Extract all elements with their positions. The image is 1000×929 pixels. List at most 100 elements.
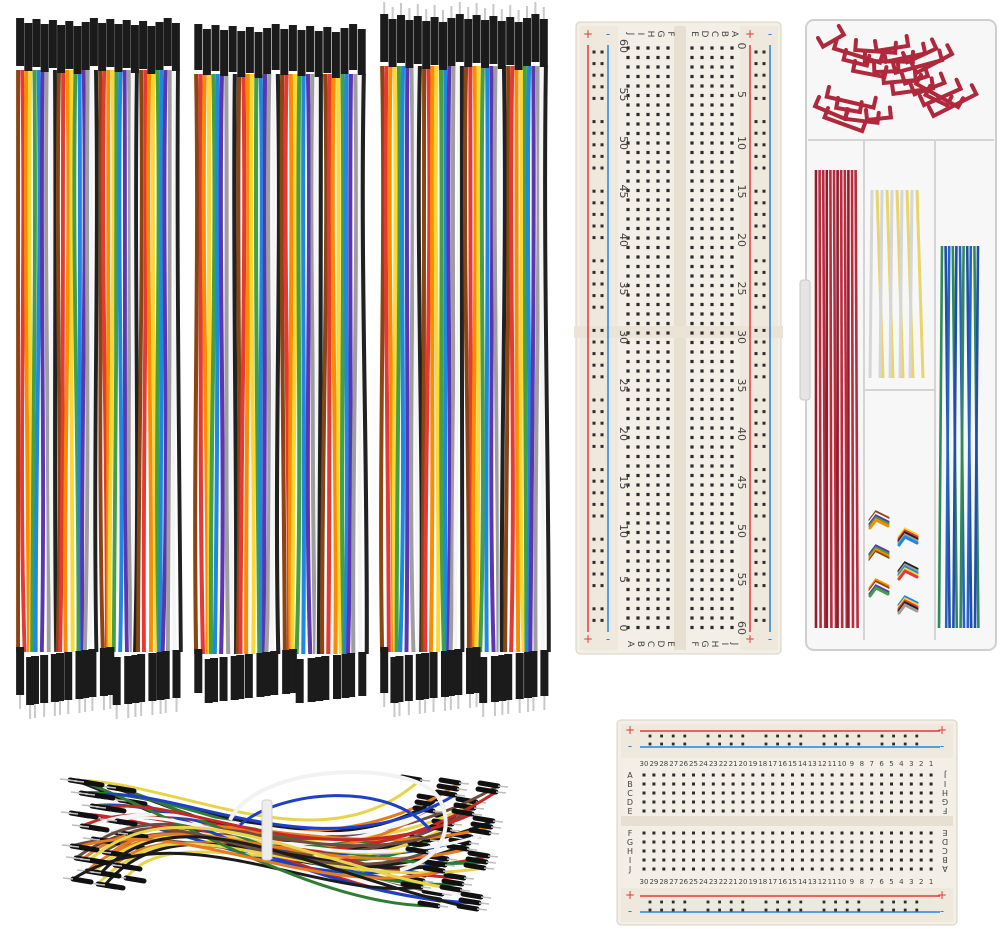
hole — [754, 270, 758, 274]
jumper-plug — [421, 888, 445, 897]
hole — [710, 521, 714, 525]
hole — [720, 530, 724, 535]
hole — [720, 274, 724, 278]
dupont-connector — [539, 19, 548, 67]
hole — [636, 616, 640, 620]
hole — [626, 492, 630, 497]
hole — [762, 236, 766, 240]
hole — [666, 359, 670, 364]
hole — [771, 809, 775, 813]
hole — [700, 511, 704, 516]
hole — [929, 809, 933, 813]
dupont-connector — [131, 655, 140, 703]
jumper-pin — [492, 820, 504, 823]
short-jumper — [833, 96, 864, 115]
long-jumper — [937, 245, 944, 629]
column-number: 26 — [679, 760, 688, 768]
hole — [762, 96, 766, 100]
hole — [646, 597, 650, 601]
jumper-pin — [437, 905, 449, 908]
hole — [721, 858, 725, 862]
column-number: 27 — [669, 760, 678, 768]
connector-pin — [534, 2, 537, 14]
hole — [626, 407, 630, 411]
hole — [909, 858, 913, 862]
hole — [909, 840, 913, 844]
hole — [626, 122, 630, 126]
connector-pin — [67, 700, 70, 714]
ribbon-wire — [82, 69, 90, 653]
hole — [754, 514, 758, 518]
column-number: 6 — [879, 760, 884, 768]
hole — [646, 179, 650, 183]
ribbon-wire — [398, 65, 406, 653]
dupont-connector — [263, 28, 272, 74]
connector-pin — [151, 701, 154, 715]
hole — [592, 143, 596, 147]
hole — [710, 188, 714, 193]
hole — [690, 435, 694, 440]
connector-pin — [484, 8, 486, 20]
hole — [646, 426, 650, 430]
hole — [720, 378, 724, 383]
hole — [672, 867, 676, 871]
hole — [710, 578, 714, 582]
hole — [730, 226, 734, 231]
hole — [890, 782, 893, 786]
ribbon-wire — [24, 69, 31, 653]
hole — [700, 568, 704, 573]
long-jumper — [966, 245, 973, 629]
hole — [706, 734, 710, 738]
dupont-connector — [314, 31, 323, 77]
rail-symbol: - — [768, 632, 772, 646]
hole — [592, 305, 596, 309]
connector-pin — [543, 696, 546, 710]
long-jumper — [973, 245, 980, 629]
hole — [626, 616, 630, 620]
hole — [919, 858, 923, 862]
hole — [909, 791, 913, 795]
hole — [721, 849, 725, 853]
hole — [592, 259, 596, 263]
hole — [730, 388, 734, 392]
dupont-connector — [454, 649, 463, 695]
connector-pin — [469, 694, 472, 708]
hole — [648, 742, 652, 746]
hole — [662, 773, 666, 777]
hole — [720, 407, 724, 411]
hole — [730, 312, 734, 316]
hole — [682, 809, 686, 813]
hole — [762, 224, 766, 228]
hole — [730, 350, 734, 354]
hole — [787, 900, 791, 904]
ribbon-wire — [503, 65, 511, 653]
hole — [626, 606, 630, 611]
hole — [776, 742, 779, 746]
hole — [600, 131, 604, 135]
hole — [592, 410, 596, 414]
hole — [690, 511, 694, 516]
hole — [860, 773, 864, 777]
hole — [666, 435, 670, 440]
hole — [626, 568, 630, 573]
hole — [892, 734, 895, 738]
hole — [700, 84, 704, 88]
hole — [666, 112, 670, 117]
row-letter: C — [709, 31, 719, 37]
hole — [626, 65, 630, 69]
column-number: 13 — [808, 878, 817, 886]
ribbon-wire — [471, 65, 478, 653]
hole — [860, 831, 864, 835]
hole — [754, 120, 758, 124]
hole — [720, 483, 724, 487]
hole — [706, 908, 710, 912]
ribbon-wire — [122, 69, 129, 653]
hole — [700, 540, 704, 544]
hole — [600, 189, 604, 193]
hole — [730, 397, 734, 402]
hole — [761, 867, 765, 871]
hole — [700, 217, 704, 221]
hole — [845, 734, 849, 738]
jumper-pin — [90, 871, 102, 874]
hole — [890, 840, 893, 844]
